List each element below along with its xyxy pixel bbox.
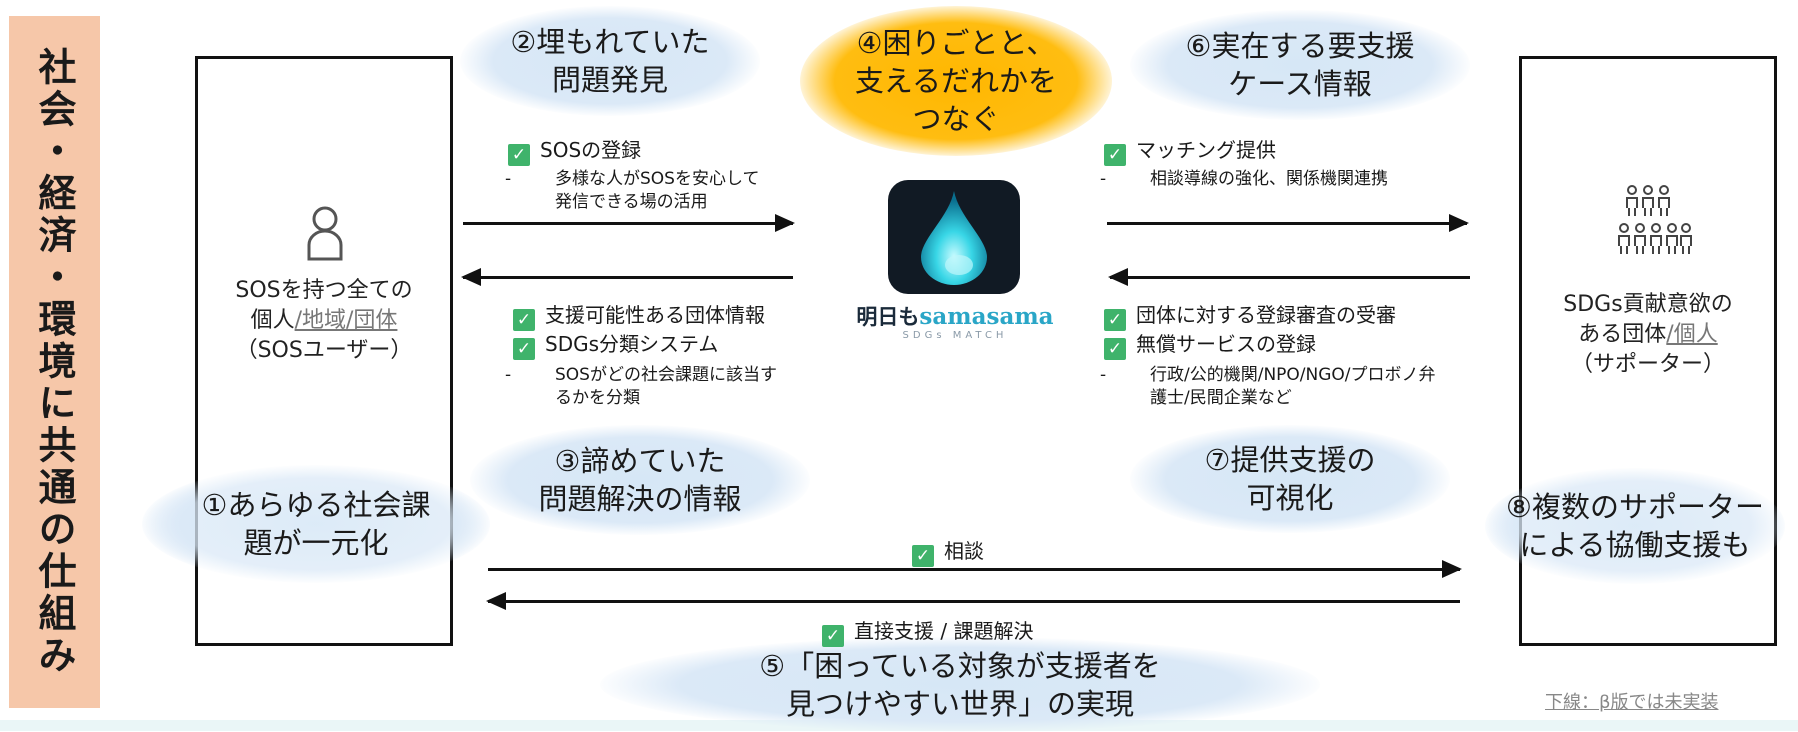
registration-review-label: ✓団体に対する登録審査の受審 [1104,302,1396,331]
checkbox-icon: ✓ [513,338,535,360]
person-icon [305,205,345,261]
matching-label: ✓マッチング提供 [1104,137,1276,166]
sos-register-detail: - 多様な人がSOSを安心して 発信できる場の活用 [505,169,760,212]
arrow-direct-support [486,592,1460,610]
arrow-center-to-sos [461,268,793,286]
blob-collaborative-support-overlay: ⑧複数のサポーター による協働支援も [1485,468,1785,584]
blob-solution-info: ③諦めていた 問題解決の情報 [470,425,810,535]
checkbox-icon: ✓ [822,625,844,647]
checkbox-icon: ✓ [1104,309,1126,331]
sdgs-system-label: ✓SDGs分類システム [513,331,718,360]
sdgs-system-detail: - SOSがどの社会課題に該当す るかを分類 [505,365,777,408]
checkbox-icon: ✓ [1104,338,1126,360]
matching-detail: - 相談導線の強化、関係機関連携 [1100,169,1388,189]
blob-realization: ⑤「困っている対象が支援者を 見つけやすい世界」の実現 [600,637,1320,732]
checkbox-icon: ✓ [508,144,530,166]
arrow-sos-to-center [463,214,795,232]
free-service-label: ✓無償サービスの登録 [1104,331,1316,360]
droplet-icon [921,191,987,285]
blob-connect: ④困りごとと、 支えるだれかを つなぐ [800,6,1112,156]
arrow-supporter-to-center [1108,268,1470,286]
blob-case-info: ⑥実在する要支援 ケース情報 [1130,10,1470,120]
brand-wordmark: 明日もsamasama SDGs MATCH [856,303,1054,341]
arrow-consult [488,560,1462,578]
sos-register-label: ✓SOSの登録 [508,137,641,166]
group-icon [1618,184,1692,264]
arrow-center-to-supporter [1107,214,1469,232]
direct-support-label: ✓直接支援 / 課題解決 [822,618,1033,647]
checkbox-icon: ✓ [912,545,934,567]
checkbox-icon: ✓ [513,309,535,331]
app-logo [888,180,1020,294]
consult-label: ✓相談 [912,538,984,567]
checkbox-icon: ✓ [1104,144,1126,166]
blob-visualization: ⑦提供支援の 可視化 [1130,425,1450,533]
blob-discovered-problems: ②埋もれていた 問題発見 [460,6,760,116]
free-service-detail: - 行政/公的機関/NPO/NGO/プロボノ弁 護士/民間企業など [1100,365,1436,408]
supporter-label: SDGs貢献意欲の ある団体/個人 （サポーター） [1563,292,1733,377]
sos-user-label: SOSを持つ全ての 個人/地域/団体 （SOSユーザー） [235,278,413,363]
support-info-label: ✓支援可能性ある団体情報 [513,302,765,331]
footnote: 下線：β版では未実装 [1545,692,1719,713]
side-title-box: 社会・経済・環境に共通の仕組み [9,16,100,708]
blob-unified-issues-overlay: ①あらゆる社会課 題が一元化 [142,465,490,583]
side-title: 社会・経済・環境に共通の仕組み [32,47,76,677]
